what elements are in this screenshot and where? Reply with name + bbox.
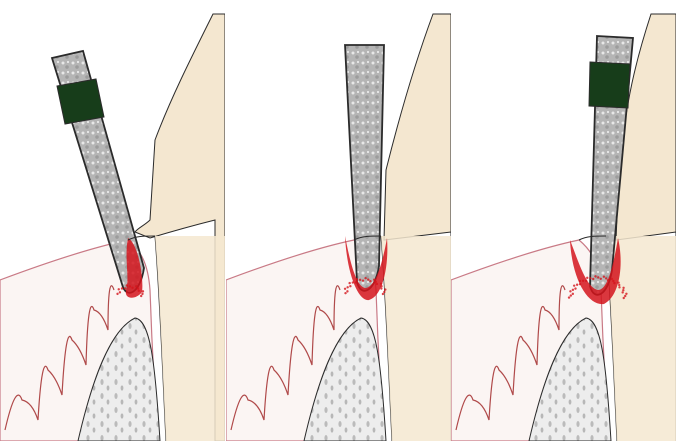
blood-speckle <box>570 294 572 296</box>
blood-speckle <box>135 285 137 287</box>
panel-illustration <box>451 0 676 441</box>
blood-speckle <box>344 288 346 290</box>
probe-marking-band <box>57 79 104 124</box>
blood-speckle <box>624 295 626 297</box>
blood-speckle <box>579 280 581 282</box>
blood-speckle <box>600 278 602 280</box>
blood-speckle <box>359 279 361 281</box>
blood-speckle <box>382 293 384 295</box>
blood-speckle <box>137 287 139 289</box>
blood-speckle <box>142 290 144 292</box>
blood-speckle <box>586 277 588 279</box>
blood-speckle <box>574 287 576 289</box>
blood-speckle <box>611 278 613 280</box>
blood-speckle <box>349 285 351 287</box>
blood-speckle <box>384 288 386 290</box>
blood-speckle <box>140 295 142 297</box>
blood-speckle <box>129 285 131 287</box>
blood-speckle <box>622 289 624 291</box>
blood-speckle <box>356 278 358 280</box>
blood-speckle <box>119 291 121 293</box>
blood-speckle <box>576 284 578 286</box>
blood-speckle <box>589 277 591 279</box>
blood-speckle <box>364 277 366 279</box>
blood-speckle <box>138 290 140 292</box>
blood-speckle <box>573 284 575 286</box>
blood-speckle <box>352 281 354 283</box>
blood-speckle <box>362 279 364 281</box>
probe-marking-band <box>589 62 630 108</box>
blood-speckle <box>569 290 571 292</box>
blood-speckle <box>141 293 143 295</box>
tooth-root <box>155 236 225 441</box>
blood-speckle <box>367 278 369 280</box>
blood-speckle <box>605 277 607 279</box>
blood-speckle <box>355 281 357 283</box>
blood-speckle <box>376 283 378 285</box>
blood-speckle <box>621 291 623 293</box>
panel-illustration <box>0 0 225 441</box>
blood-speckle <box>375 281 377 283</box>
blood-speckle <box>622 287 624 289</box>
blood-speckle <box>612 280 614 282</box>
blood-speckle <box>603 276 605 278</box>
blood-speckle <box>613 282 615 284</box>
blood-speckle <box>572 289 574 291</box>
blood-speckle <box>373 279 375 281</box>
blood-speckle <box>346 290 348 292</box>
blood-speckle <box>607 279 609 281</box>
blood-speckle <box>344 292 346 294</box>
blood-speckle <box>380 287 382 289</box>
blood-speckle <box>582 280 584 282</box>
blood-speckle <box>348 282 350 284</box>
tooth-root <box>381 236 451 441</box>
blood-speckle <box>126 284 128 286</box>
blood-speckle <box>568 296 570 298</box>
blood-speckle <box>380 283 382 285</box>
blood-speckle <box>118 288 120 290</box>
blood-speckle <box>383 291 385 293</box>
panel-illustration <box>226 0 451 441</box>
blood-speckle <box>124 287 126 289</box>
blood-speckle <box>116 293 118 295</box>
blood-speckle <box>369 280 371 282</box>
blood-speckle <box>380 285 382 287</box>
blood-speckle <box>579 283 581 285</box>
blood-speckle <box>585 280 587 282</box>
blood-speckle <box>623 297 625 299</box>
blood-speckle <box>618 286 620 288</box>
blood-speckle <box>131 287 133 289</box>
blood-speckle <box>594 275 596 277</box>
blood-speckle <box>625 293 627 295</box>
blood-speckle <box>618 284 620 286</box>
blood-speckle <box>617 282 619 284</box>
blood-speckle <box>572 293 574 295</box>
probing-panel-3 <box>451 0 676 441</box>
blood-speckle <box>597 276 599 278</box>
blood-speckle <box>346 286 348 288</box>
blood-speckle <box>592 278 594 280</box>
bleeding-area <box>126 238 143 298</box>
blood-speckle <box>121 287 123 289</box>
probing-panel-2 <box>226 0 451 441</box>
probing-panel-1 <box>0 0 225 441</box>
